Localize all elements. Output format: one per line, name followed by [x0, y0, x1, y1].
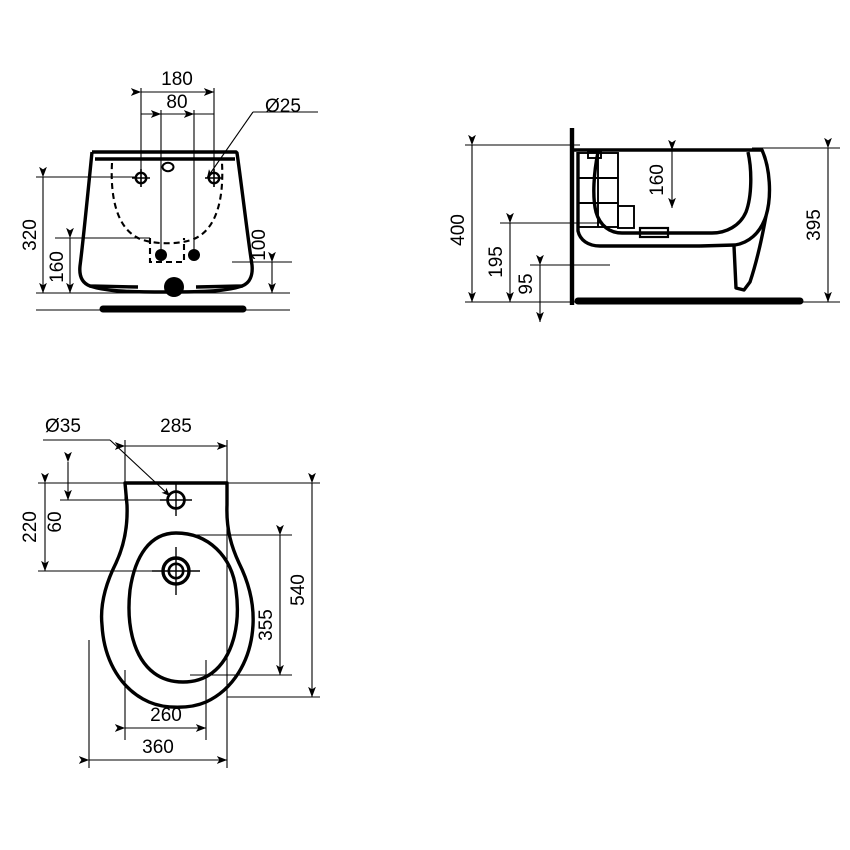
side-view-dimension-labels: 400 195 95 160 395: [448, 164, 825, 294]
dim-front-dia25: Ø25: [265, 96, 301, 117]
front-view-overflow-slot: [161, 161, 175, 173]
side-view-bracket-detail: [577, 151, 635, 229]
side-view-outline: [572, 148, 772, 292]
side-view: [465, 128, 840, 323]
front-view-dimension-labels: 180 80 Ø25 320 160 100: [20, 69, 301, 283]
plan-view: [38, 439, 320, 768]
dim-plan-355: 355: [256, 609, 277, 641]
dim-front-100: 100: [249, 229, 270, 261]
plan-view-tap-hole: [160, 484, 192, 516]
side-view-waste-outlet: [638, 226, 670, 239]
dim-plan-260: 260: [150, 705, 182, 726]
dim-plan-220: 220: [20, 511, 41, 543]
dim-side-395: 395: [804, 209, 825, 241]
front-view-fixing-holes: [132, 169, 223, 187]
dim-front-320: 320: [20, 219, 41, 251]
dim-side-95: 95: [516, 273, 537, 294]
front-view-extension-lines: [36, 88, 318, 294]
plan-view-waste-hole: [152, 547, 200, 595]
front-view: [36, 88, 318, 313]
dim-front-160: 160: [47, 251, 68, 283]
front-view-connection-points: [155, 249, 200, 297]
dim-front-80: 80: [166, 92, 187, 113]
front-view-hidden-bowl: [110, 162, 224, 264]
front-view-outline: [78, 150, 254, 294]
plan-view-dimension-labels: Ø35 285 220 60 355 540 260 360: [20, 416, 309, 758]
dim-side-195: 195: [486, 246, 507, 278]
dim-plan-360: 360: [142, 737, 174, 758]
dim-plan-285: 285: [160, 416, 192, 437]
plan-view-outline: [99, 481, 255, 709]
dim-side-160: 160: [647, 164, 668, 196]
dim-plan-dia35: Ø35: [45, 416, 81, 437]
dim-plan-60: 60: [45, 511, 66, 532]
dim-front-180: 180: [161, 69, 193, 90]
dim-side-400: 400: [448, 214, 469, 246]
dim-plan-540: 540: [288, 574, 309, 606]
